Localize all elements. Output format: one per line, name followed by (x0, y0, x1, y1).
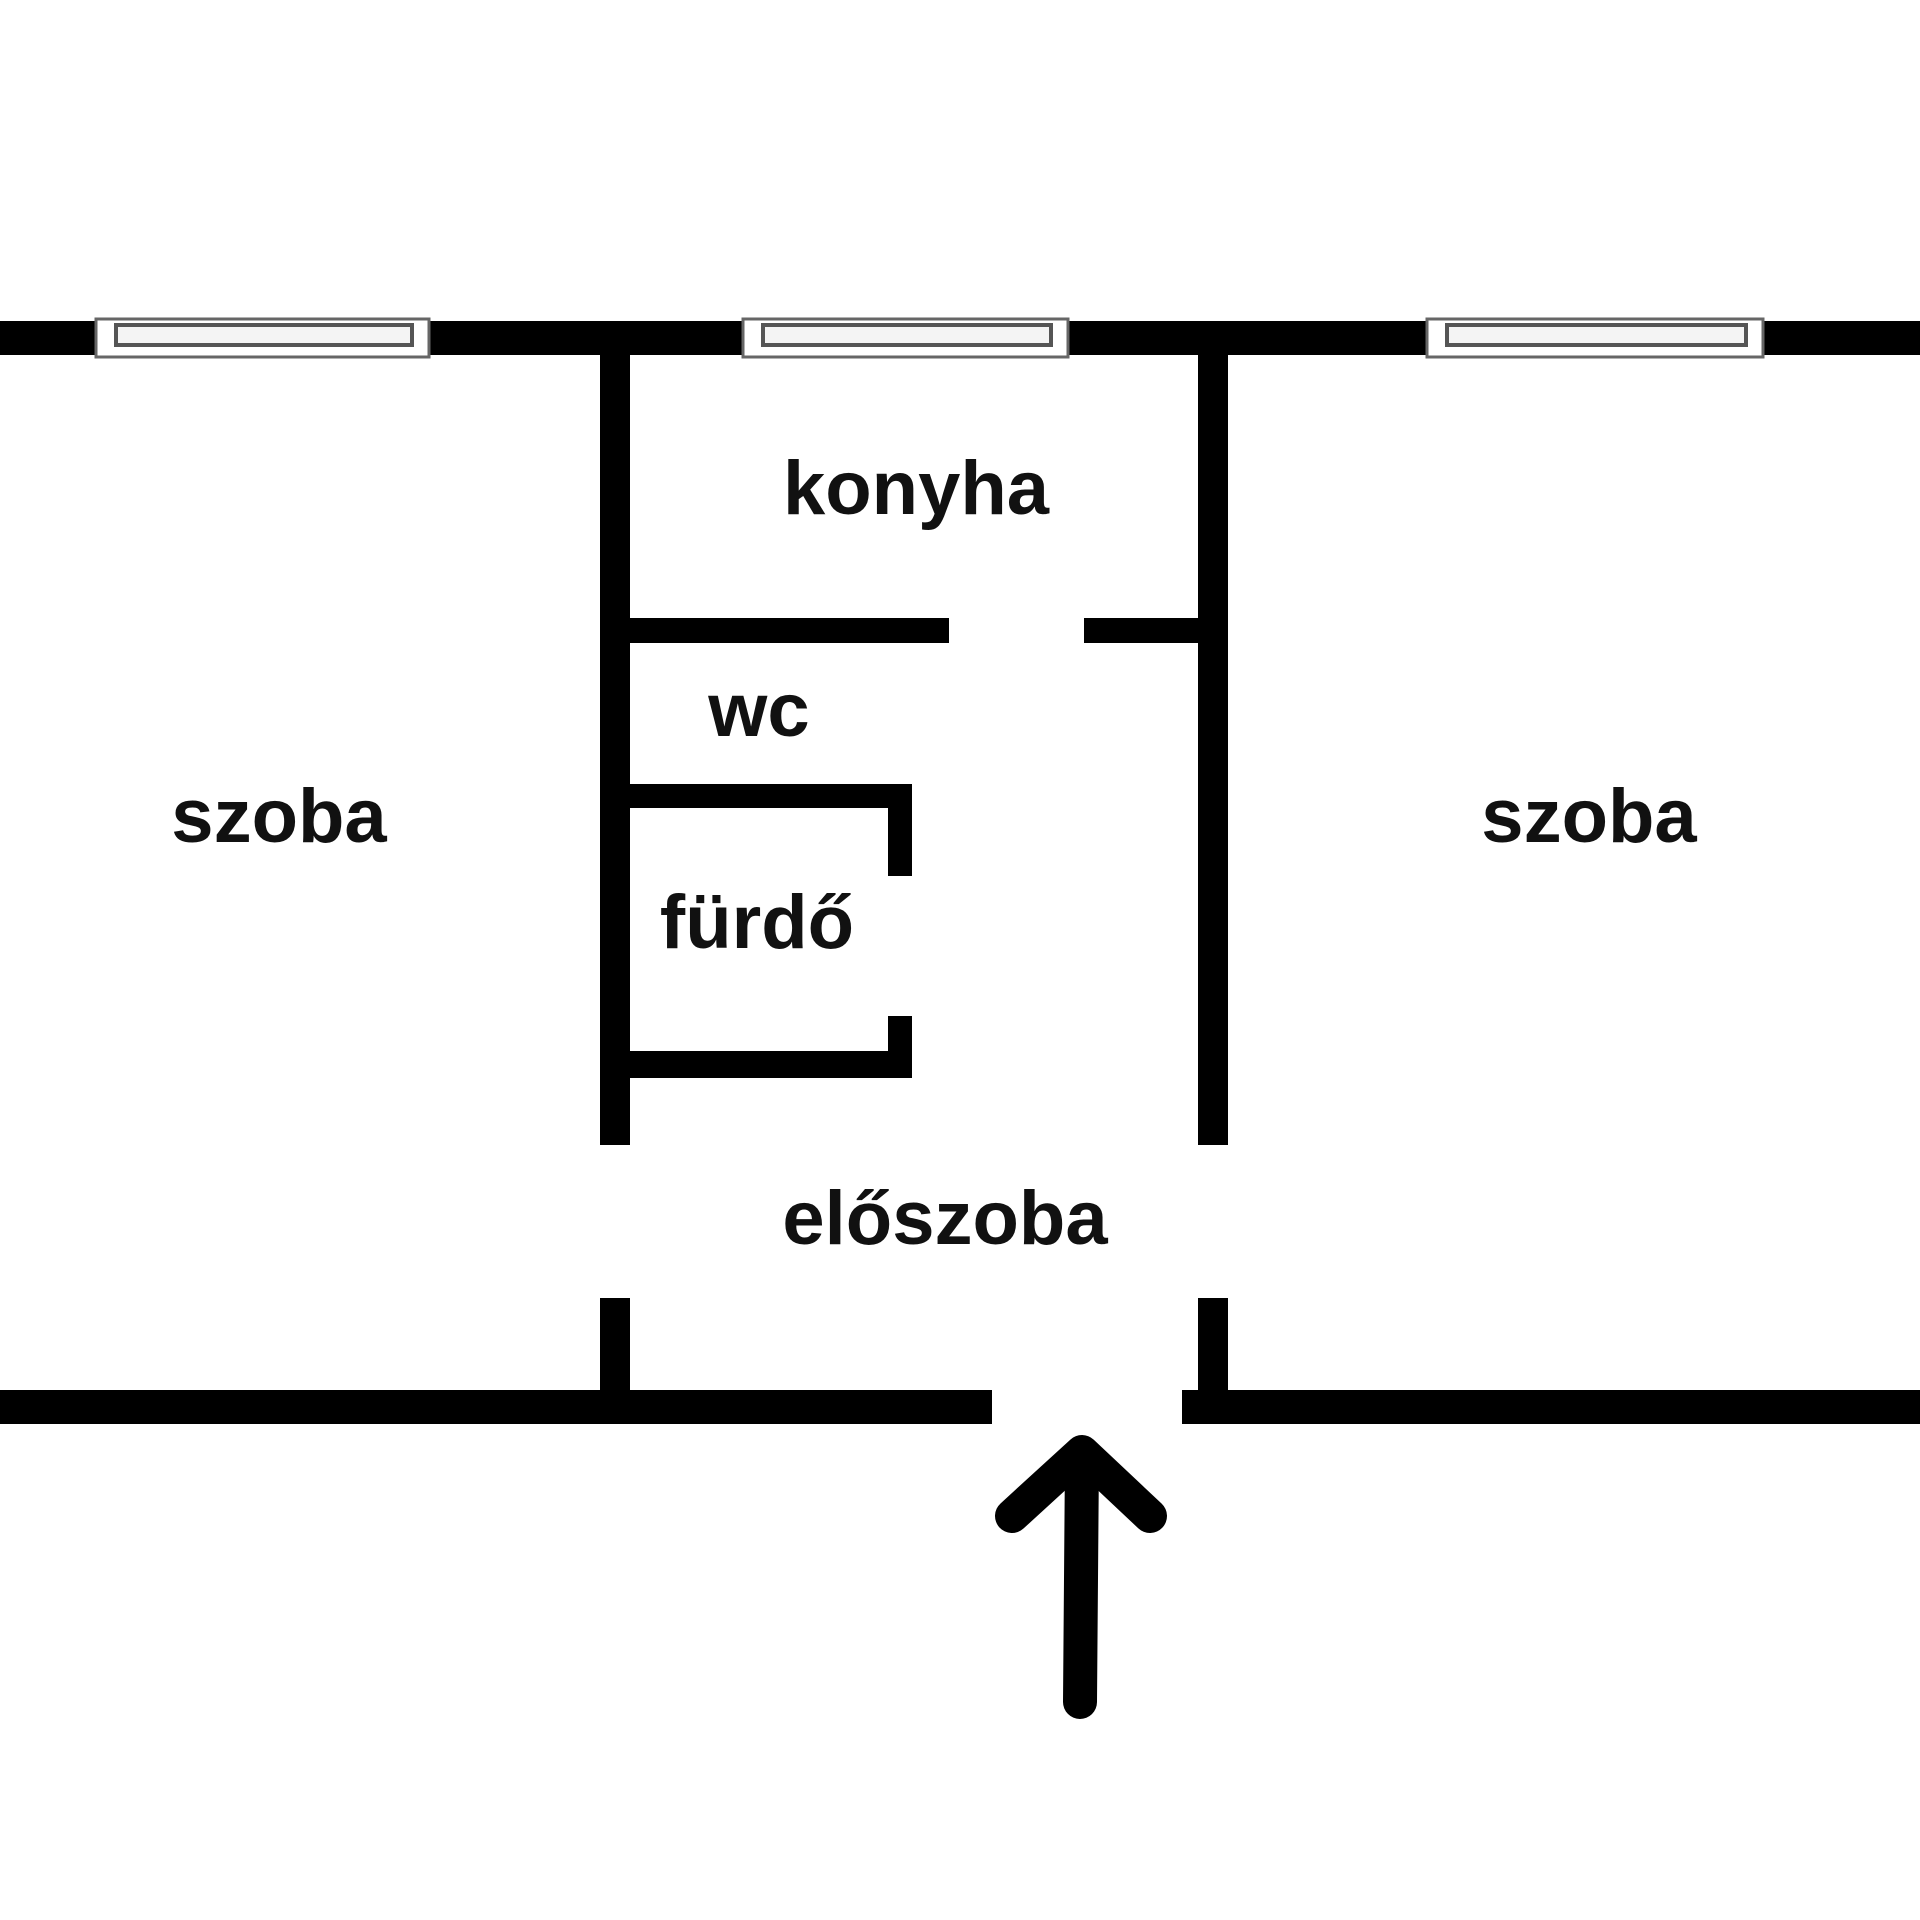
right-partition-wall-lower (1198, 1298, 1228, 1398)
room-label-right-room: szoba (1481, 774, 1697, 859)
window-left (94, 317, 431, 359)
room-label-bathroom: fürdő (660, 880, 854, 965)
bath-bottom-wall (630, 1051, 912, 1078)
room-label-hall: előszoba (782, 1176, 1108, 1261)
right-partition-wall (1198, 355, 1228, 1145)
window-right (1425, 317, 1765, 359)
window-middle (741, 317, 1070, 359)
room-label-wc: wc (707, 668, 809, 753)
bottom-wall-right (1182, 1390, 1920, 1424)
kitchen-wall-left (630, 618, 949, 643)
room-label-kitchen: konyha (783, 446, 1050, 531)
left-partition-wall-lower (600, 1298, 630, 1398)
room-label-left-room: szoba (171, 774, 387, 859)
wc-bottom-wall (630, 784, 912, 808)
left-partition-wall (600, 355, 630, 1145)
bottom-wall-left (0, 1390, 992, 1424)
bath-side-wall (888, 784, 912, 876)
kitchen-wall-right (1084, 618, 1198, 643)
entrance-arrow-icon (995, 1435, 1167, 1719)
